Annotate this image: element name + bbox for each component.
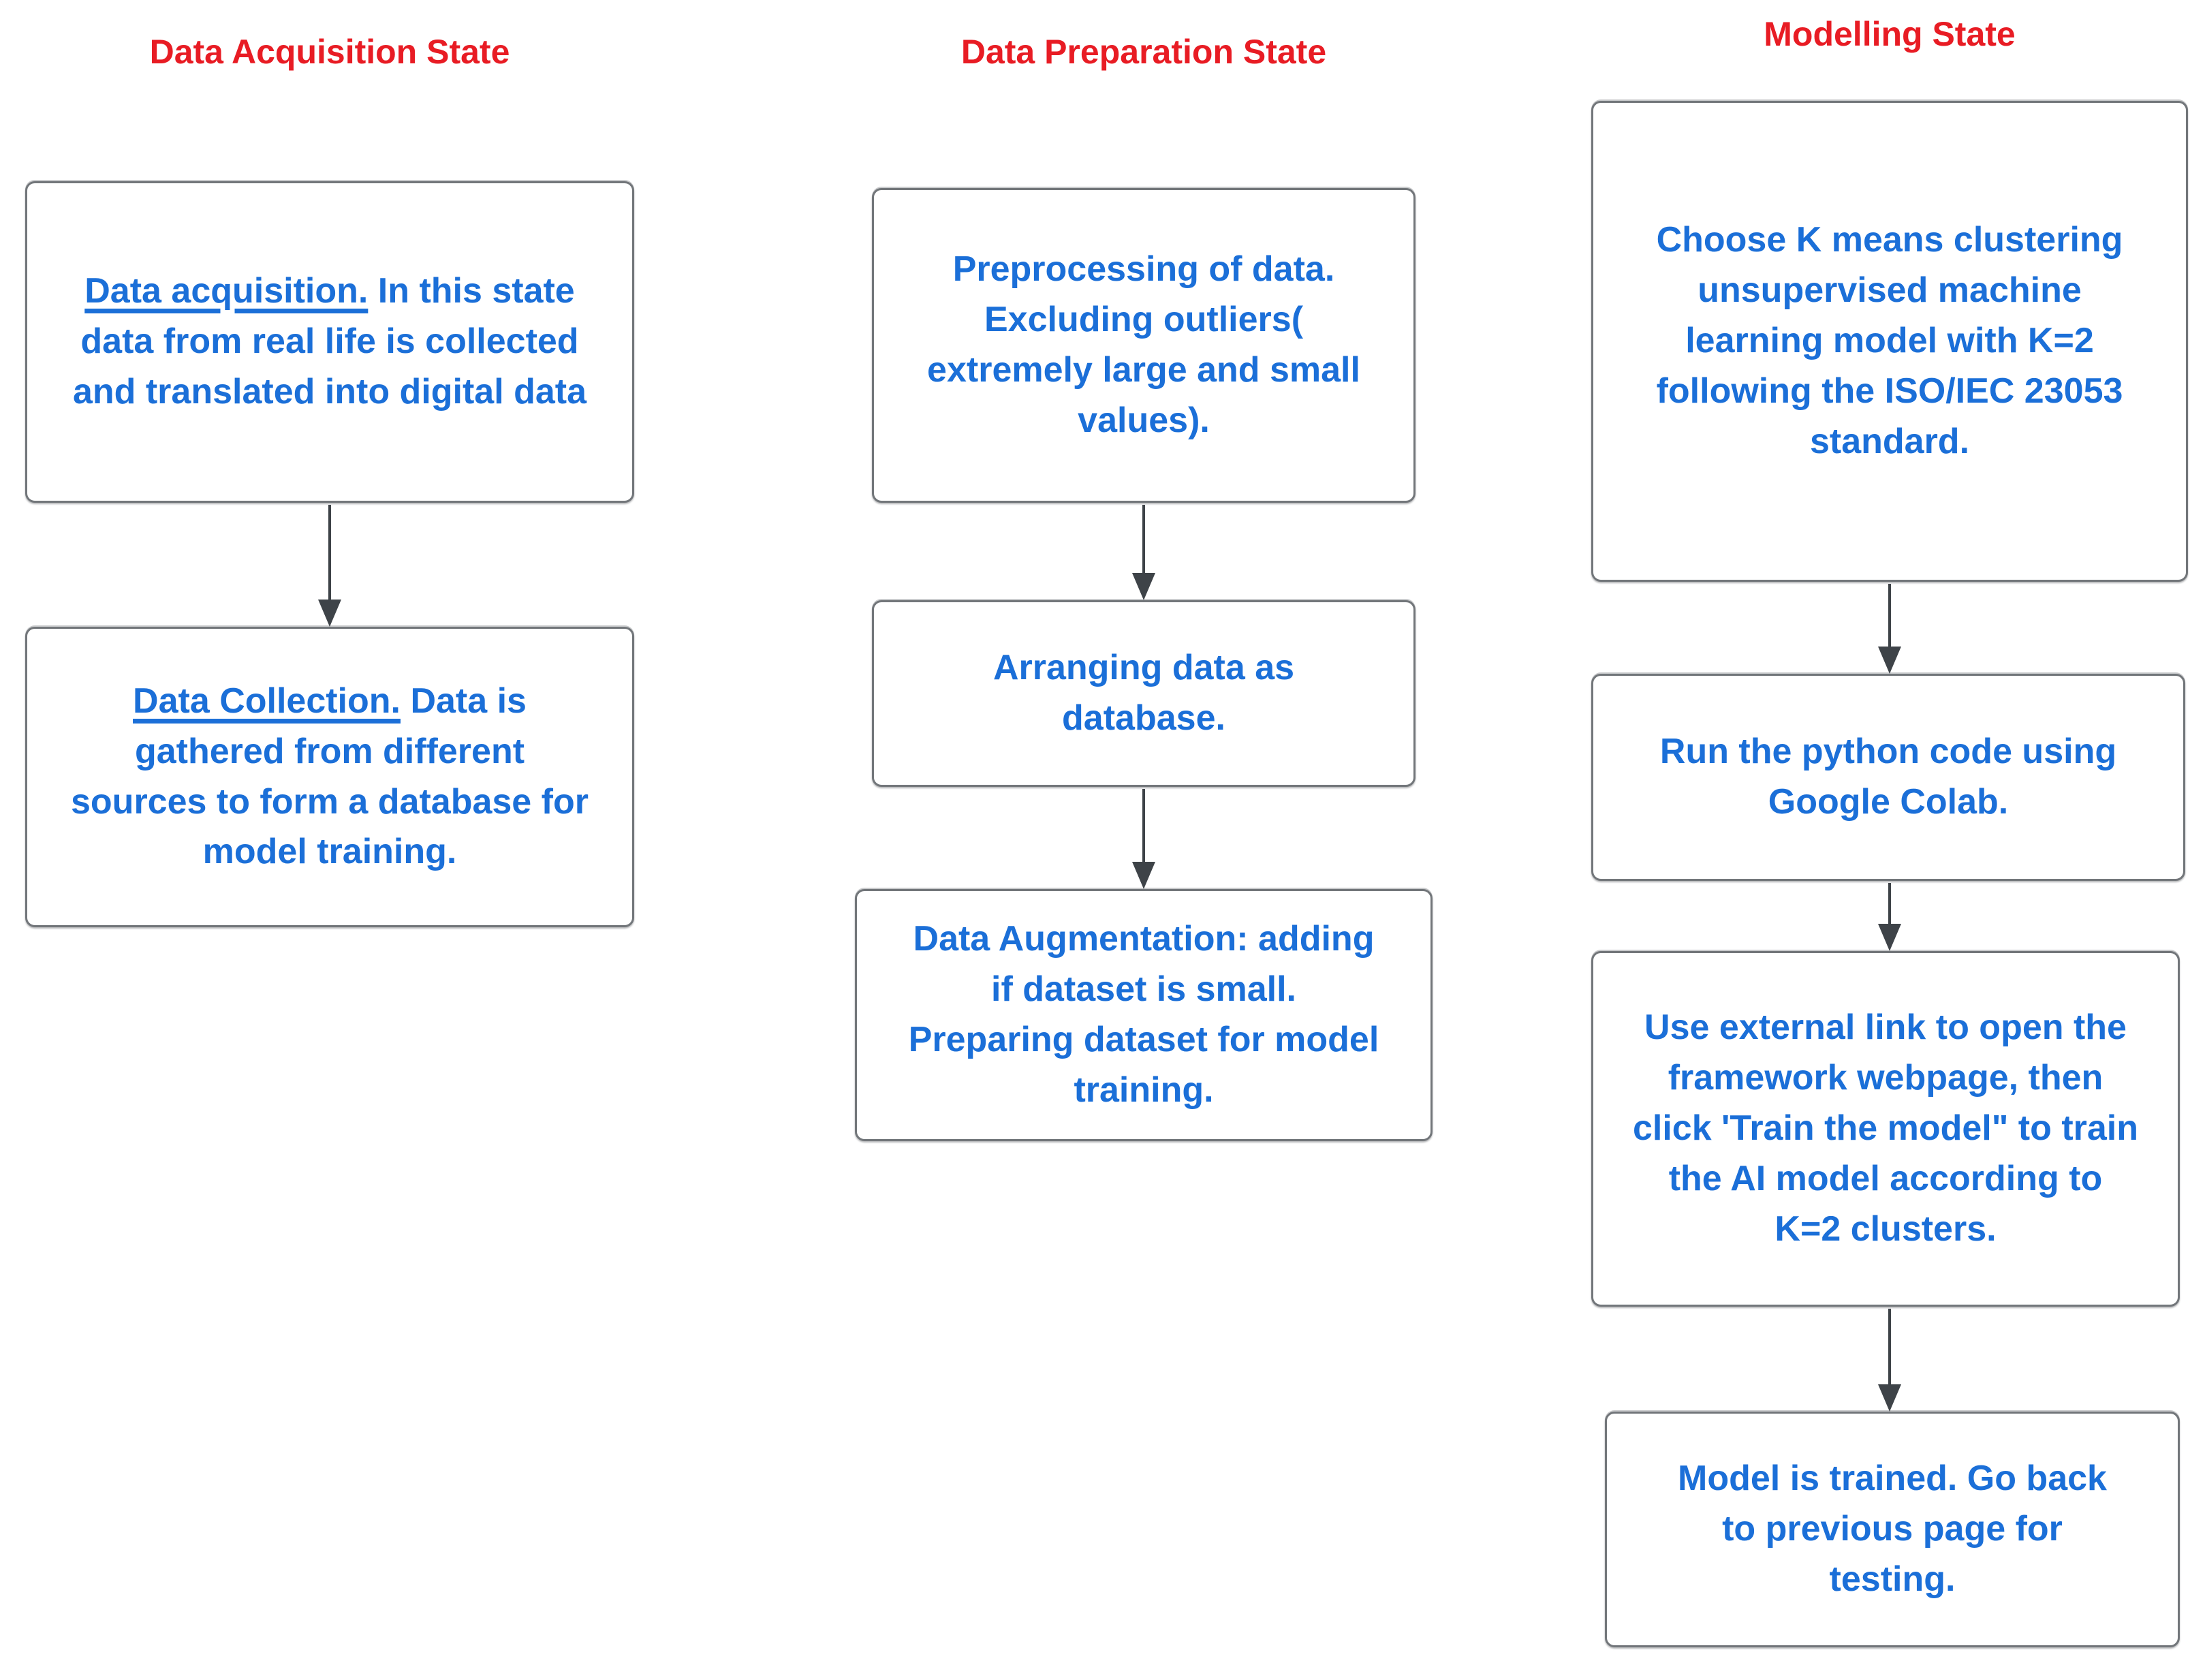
node-text: Run the python code using Google Colab. [1659,732,2117,822]
heading-text: Modelling State [1764,15,2016,53]
node-data-acquisition: Data acquisition. In this state data fro… [25,181,634,503]
node-body-text: In this state data from real life is col… [72,271,587,411]
arrow-down-icon [1878,924,1901,951]
heading-data-acquisition-state: Data Acquisition State [25,27,634,77]
arrow-down-icon [1132,573,1155,600]
node-text: Use external link to open the framework … [1632,1008,2139,1249]
arrow-line [1888,883,1891,924]
arrow-line [328,505,331,600]
arrow-down-connector [1878,1309,1901,1412]
heading-text: Data Preparation State [960,33,1327,71]
arrow-down-connector [1132,505,1155,600]
node-text: Data acquisition. In this state data fro… [69,266,590,417]
node-text: Model is trained. Go back to previous pa… [1678,1459,2107,1599]
arrow-line [1142,789,1145,862]
node-data-collection: Data Collection. Data is gathered from d… [25,627,634,927]
arrow-down-icon [1878,647,1901,674]
heading-modelling-state: Modelling State [1591,10,2188,59]
arrow-down-icon [318,600,341,627]
node-preprocessing: Preprocessing of data. Excluding outlier… [872,188,1416,503]
node-lead-text: Data acquisition. [84,271,369,311]
node-data-augmentation: Data Augmentation: adding if dataset is … [855,889,1433,1141]
arrow-line [1888,1309,1891,1384]
arrow-down-icon [1878,1384,1901,1412]
arrow-down-connector [1132,789,1155,889]
node-external-link-train-model: Use external link to open the framework … [1591,951,2180,1307]
node-arranging-database: Arranging data as database. [872,600,1416,787]
arrow-line [1888,584,1891,647]
node-text: Preprocessing of data. Excluding outlier… [927,249,1360,440]
arrow-down-icon [1132,862,1155,889]
node-lead-text: Data Collection. [133,681,401,721]
heading-text: Data Acquisition State [149,33,510,71]
arrow-line [1142,505,1145,573]
heading-data-preparation-state: Data Preparation State [872,27,1416,77]
node-body-text: Data is gathered from different sources … [71,681,589,872]
node-text: Choose K means clustering unsupervised m… [1656,220,2123,461]
node-choose-kmeans-model: Choose K means clustering unsupervised m… [1591,101,2188,582]
node-text: Data Augmentation: adding if dataset is … [908,919,1379,1110]
arrow-down-connector [1878,584,1901,674]
arrow-down-connector [318,505,341,627]
node-text: Data Collection. Data is gathered from d… [69,676,590,877]
node-model-trained: Model is trained. Go back to previous pa… [1605,1412,2180,1647]
node-text: Arranging data as database. [992,648,1295,738]
node-run-python-colab: Run the python code using Google Colab. [1591,674,2185,881]
arrow-down-connector [1878,883,1901,951]
